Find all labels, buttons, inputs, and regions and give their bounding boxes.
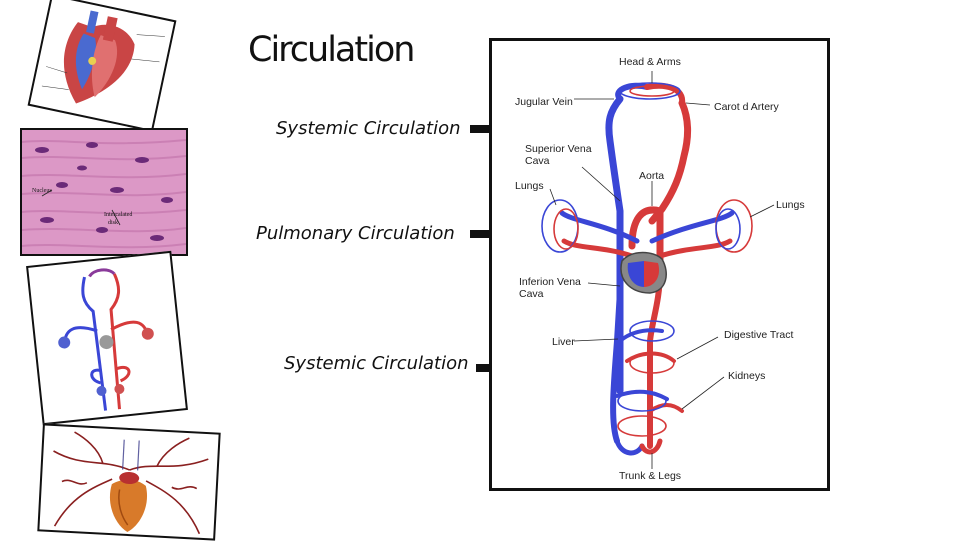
digestive-tract-label: Digestive Tract: [724, 329, 794, 341]
kidneys-label: Kidneys: [728, 370, 766, 382]
heart-anatomy-image: [27, 0, 177, 133]
cardiac-muscle-micrograph: Nucleus Intercalated disk: [20, 128, 188, 256]
trunk-legs-label: Trunk & Legs: [619, 470, 682, 482]
inferior-vena-cava-label-2: Cava: [519, 288, 544, 300]
lungs-right-label: Lungs: [776, 199, 805, 211]
nucleus-label: Nucleus: [32, 188, 52, 194]
carotid-artery-label: Carot d Artery: [714, 101, 779, 113]
mini-circulation-drawing: [58, 268, 154, 411]
circulation-diagram-thumbnail: [26, 250, 188, 426]
head-arms-label: Head & Arms: [619, 56, 681, 68]
superior-vena-cava-label-2: Cava: [525, 155, 550, 167]
heart-vessels-drawing: [53, 431, 209, 535]
heart-anatomy-drawing: [41, 10, 165, 104]
pulmonary-circulation-label: Pulmonary Circulation: [256, 223, 455, 244]
systemic-circulation-label-top: Systemic Circulation: [276, 118, 461, 139]
aorta-label: Aorta: [639, 170, 665, 182]
intercalated-disk-label: Intercalated: [104, 212, 133, 218]
page-title: Circulation: [248, 30, 415, 70]
lungs-left-label: Lungs: [515, 180, 544, 192]
circulation-diagram: Head & Arms Jugular Vein Carot d Artery …: [489, 38, 830, 491]
superior-vena-cava-label: Superior Vena: [525, 143, 592, 155]
systemic-circulation-label-bottom: Systemic Circulation: [284, 353, 469, 374]
heart-vessels-image: [37, 423, 221, 541]
circulatory-system-drawing: [541, 71, 775, 469]
muscle-texture: [22, 130, 186, 254]
inferior-vena-cava-label: Inferion Vena: [519, 276, 581, 288]
liver-label: Liver: [552, 336, 575, 348]
intercalated-disk-label-2: disk: [108, 220, 119, 226]
jugular-vein-label: Jugular Vein: [515, 96, 573, 108]
